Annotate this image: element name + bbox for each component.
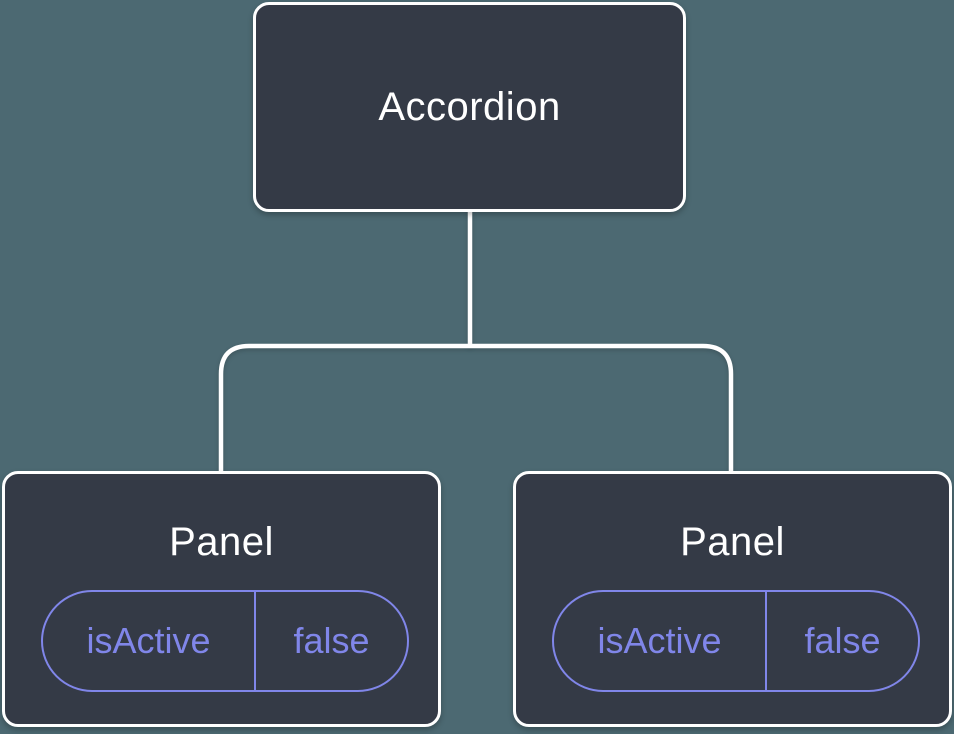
panel-node-label: Panel <box>680 520 785 564</box>
accordion-node-label: Accordion <box>378 84 561 129</box>
panel-node-left: Panel isActive false <box>2 471 441 727</box>
state-value: false <box>293 620 370 661</box>
state-value: false <box>804 620 881 661</box>
state-key: isActive <box>554 592 768 690</box>
panel-node-right: Panel isActive false <box>513 471 952 727</box>
connector-branch <box>218 343 734 472</box>
panel-node-label: Panel <box>169 520 274 564</box>
state-key: isActive <box>43 592 257 690</box>
accordion-node: Accordion <box>253 2 686 212</box>
state-pill: isActive false <box>552 590 920 692</box>
state-pill: isActive false <box>41 590 409 692</box>
